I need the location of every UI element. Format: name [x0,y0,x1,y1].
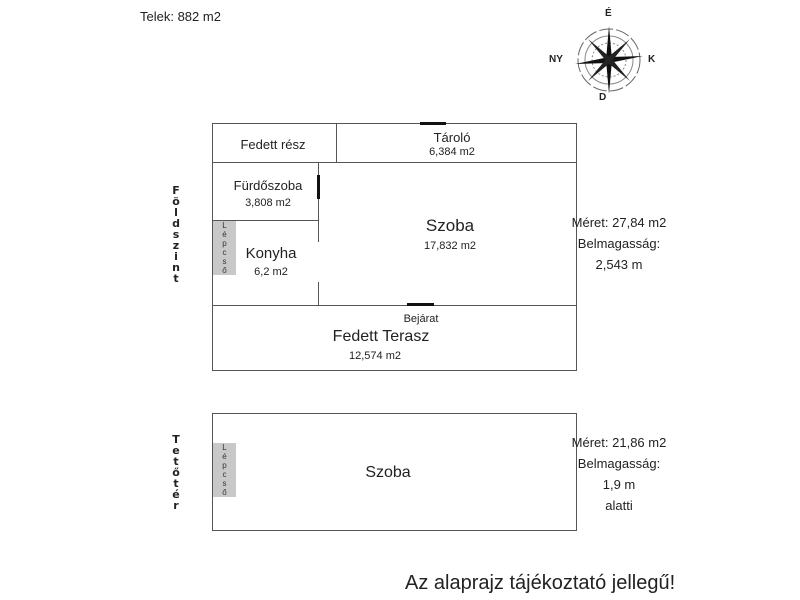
area-szoba: 17,832 m2 [424,240,476,252]
plot-size-label: Telek: 882 m2 [140,9,221,24]
letter: i [174,250,178,263]
room-tarolo: Tároló [433,130,471,145]
disclaimer: Az alaprajz tájékoztató jellegű! [405,572,676,594]
room-szoba: Szoba [425,216,475,235]
letter: l [174,206,178,219]
info-note: alatti [605,498,633,513]
wall [212,305,577,306]
area-tarolo: 6,384 m2 [429,146,475,158]
compass-icon [575,26,643,94]
letter: n [172,261,180,274]
letter: r [173,499,179,512]
wall [212,220,318,221]
letter: ő [222,488,227,497]
letter: é [222,230,227,239]
letter: F [172,184,180,197]
letter: c [222,248,227,257]
info-height: 1,9 m [602,477,636,492]
letter: é [172,488,180,501]
compass-south: D [599,92,607,103]
letter: p [222,239,227,248]
info-height-label: Belmagasság: [577,456,661,471]
bathroom-door [317,175,320,199]
letter: z [172,239,180,252]
letter: e [172,444,180,457]
area-konyha: 6,2 m2 [254,266,288,278]
area-furdoszoba: 3,808 m2 [245,197,291,209]
info-height-label: Belmagasság: [577,236,661,251]
letter: t [173,272,179,285]
compass-rose: É K D NY [549,8,665,103]
letter: s [222,479,227,488]
wall [318,162,319,242]
letter: c [222,470,227,479]
letter: T [172,433,180,446]
info-size: Méret: 27,84 m2 [571,215,667,230]
letter: t [173,455,179,468]
letter: s [172,228,180,241]
attic-info: Méret: 21,86 m2 Belmagasság: 1,9 m alatt… [572,432,667,516]
letter: ő [222,266,227,275]
compass-north: É [605,8,612,19]
entrance-door [407,303,434,306]
letter: é [222,452,227,461]
letter: L [222,443,227,452]
room-konyha: Konyha [245,245,297,262]
room-fedett-terasz: Fedett Terasz [332,328,430,345]
wall [318,282,319,305]
compass-west: NY [549,54,563,65]
room-fedett-resz: Fedett rész [240,137,306,152]
letter: ö [172,195,180,208]
letter: t [173,477,179,490]
letter: ő [172,466,180,479]
attic-outline [212,413,577,531]
wall [212,162,577,163]
entrance-label: Bejárat [403,313,439,325]
info-height: 2,543 m [595,257,643,272]
ground-floor-outline [212,123,577,371]
wall [336,123,337,162]
area-fedett-terasz: 12,574 m2 [349,350,401,362]
compass-east: K [648,54,656,65]
info-size: Méret: 21,86 m2 [571,435,667,450]
letter: p [222,461,227,470]
letter: s [222,257,227,266]
room-attic-szoba: Szoba [365,464,411,481]
letter: d [172,217,180,230]
storage-door [420,122,446,125]
room-furdoszoba: Fürdőszoba [233,178,303,193]
ground-floor-info: Méret: 27,84 m2 Belmagasság: 2,543 m [572,212,667,275]
letter: L [222,221,227,230]
